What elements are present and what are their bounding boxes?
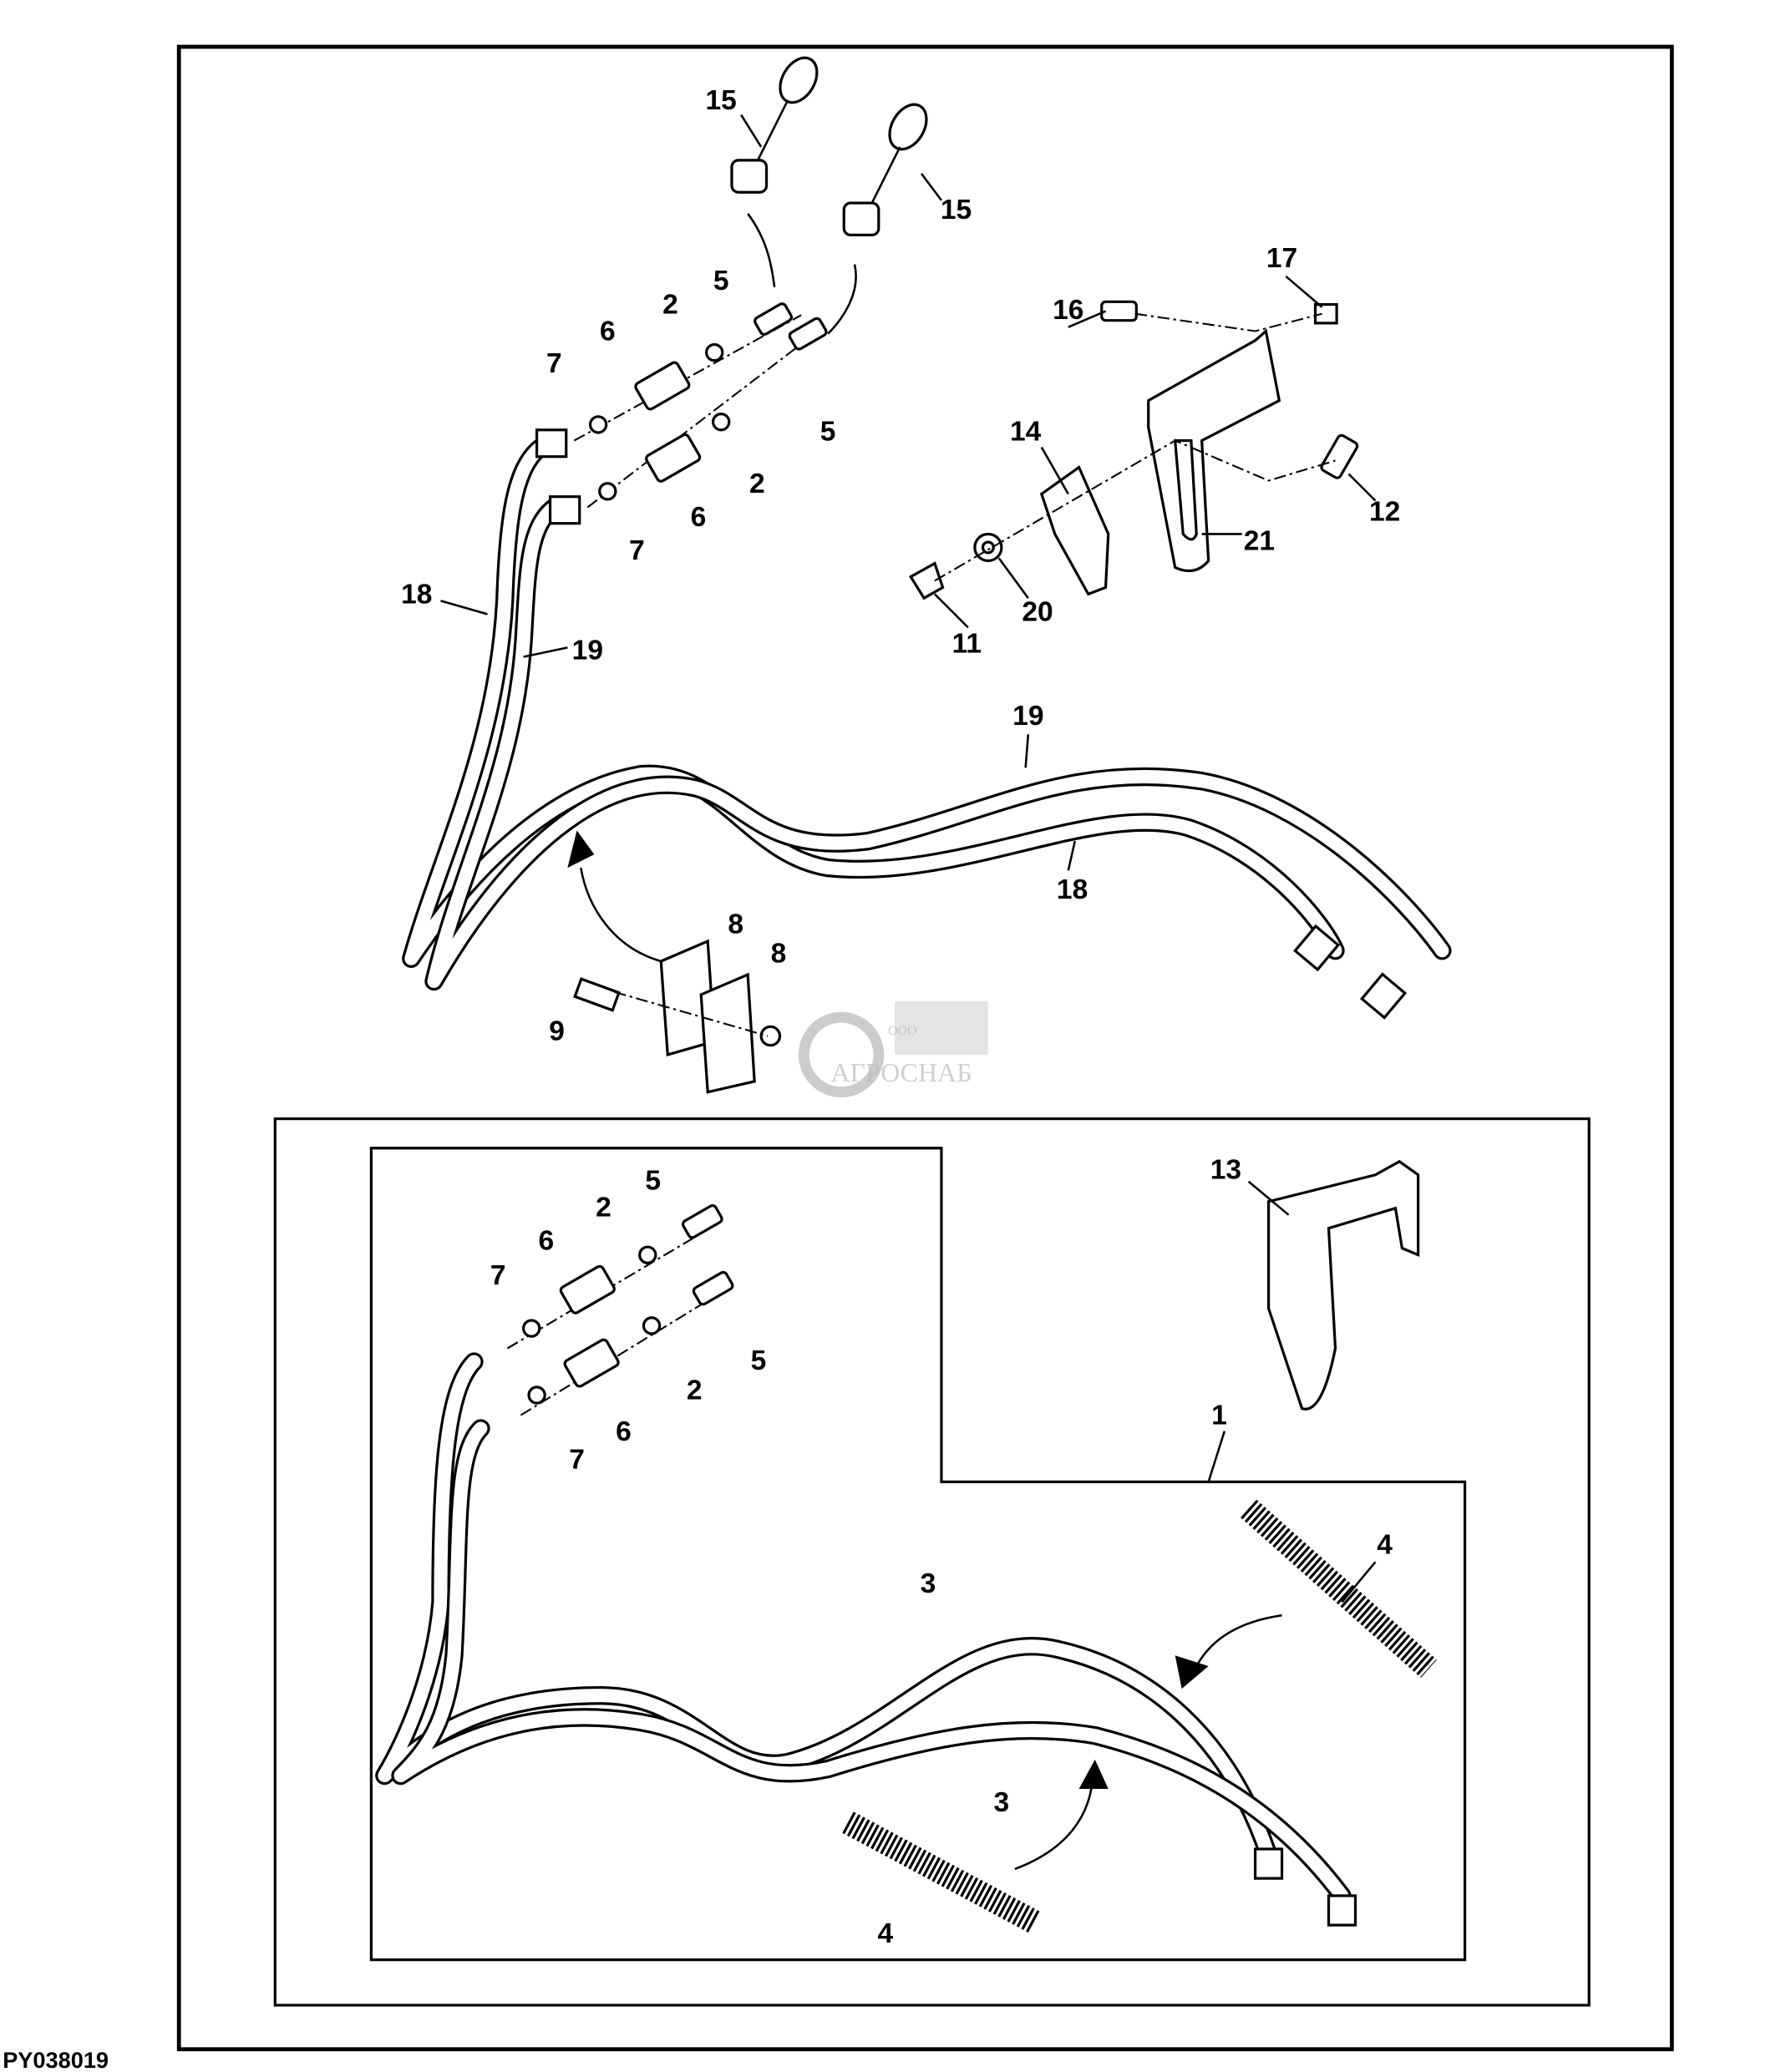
arrow-path: [1014, 1781, 1094, 1871]
callout: 6: [616, 1416, 632, 1447]
leader-lines: [440, 114, 1377, 1603]
callout: 18: [401, 580, 432, 610]
callout: 21: [1244, 526, 1275, 557]
callout: 13: [1210, 1155, 1241, 1186]
callout: 19: [572, 636, 603, 666]
callout: 14: [1010, 417, 1042, 448]
arrow-path: [1194, 1614, 1282, 1669]
callout: 7: [546, 348, 562, 379]
hose-18-top: [402, 438, 1345, 968]
callout: 11: [952, 629, 982, 660]
callout: 3: [994, 1787, 1010, 1818]
hose-nut: [535, 428, 568, 458]
callout: 2: [662, 290, 678, 321]
callout: 4: [1377, 1530, 1393, 1561]
kit-inner-frame: [369, 1147, 1467, 1962]
callout: 5: [713, 266, 729, 296]
hose-nut: [1293, 924, 1341, 972]
arrow-head: [567, 830, 595, 869]
hose-nut: [1359, 972, 1408, 1020]
callout: 5: [820, 417, 836, 448]
svg-text:ООО: ООО: [888, 1024, 917, 1038]
fittings-kit: [506, 1203, 734, 1416]
callouts-top: 15 15 5 2 6 7 5 2 6 7 18 19 16 17 14 12 …: [401, 85, 1400, 1046]
callout: 17: [1266, 243, 1297, 274]
hose-19-top: [424, 498, 1452, 991]
callout: 9: [549, 1016, 565, 1046]
callout: 1: [1211, 1401, 1227, 1431]
callout: 19: [1012, 701, 1043, 732]
hose-nut: [1253, 1847, 1284, 1880]
dust-cap: [730, 56, 928, 237]
bracket-assembly: [908, 300, 1359, 600]
callout: 2: [687, 1375, 703, 1406]
callout: 15: [941, 195, 972, 225]
svg-text:АГРОСНАБ: АГРОСНАБ: [830, 1058, 972, 1087]
arrow-path: [747, 213, 776, 287]
callout: 5: [751, 1345, 767, 1376]
callout: 18: [1057, 874, 1088, 905]
fittings-top: [573, 302, 828, 509]
callout: 6: [600, 317, 616, 347]
callouts-kit: 5 2 6 7 5 2 6 7 13 1 4 3 3 4: [490, 1155, 1393, 1949]
bracket-13: [1266, 1159, 1420, 1411]
figure-code: PY038019: [3, 2047, 109, 2072]
callout: 7: [569, 1444, 585, 1475]
spring-guard: [842, 1499, 1437, 1933]
arrow-head: [1078, 1759, 1109, 1790]
arrow-head: [1175, 1655, 1209, 1690]
arrow-path: [827, 264, 857, 335]
callout: 3: [921, 1568, 936, 1599]
callout: 4: [877, 1918, 893, 1949]
callout: 15: [706, 85, 737, 116]
clamp-assembly: [573, 939, 782, 1094]
callout: 6: [691, 502, 707, 533]
callout: 6: [538, 1225, 554, 1256]
arrow-path: [580, 867, 662, 963]
hose-nut: [548, 495, 581, 525]
watermark-logo: ООО АГРОСНАБ: [798, 1001, 988, 1098]
callout: 16: [1053, 295, 1083, 326]
callout: 5: [645, 1165, 661, 1196]
hose-3-kit: [375, 1352, 1352, 1906]
callout: 20: [1022, 596, 1053, 627]
callout: 8: [771, 939, 787, 970]
callout: 2: [596, 1192, 611, 1223]
callout: 7: [629, 535, 645, 566]
hose-nut: [1327, 1894, 1357, 1927]
callout: 7: [490, 1260, 506, 1291]
outer-frame: [176, 44, 1674, 2052]
callout: 2: [749, 469, 765, 499]
kit-frame: [273, 1117, 1591, 2007]
callout: 8: [728, 909, 743, 940]
callout: 12: [1369, 496, 1400, 527]
